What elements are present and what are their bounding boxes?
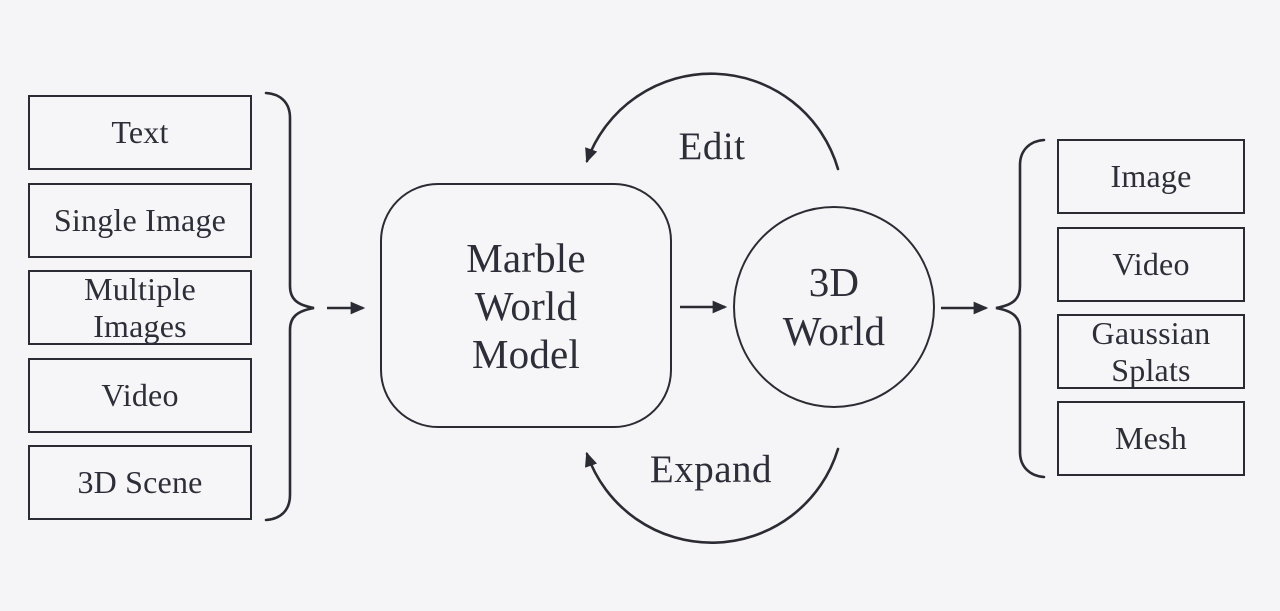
input-box-3d-scene: 3D Scene: [28, 445, 252, 520]
edit-loop-label: Edit: [678, 125, 746, 168]
3d-world-node: 3D World: [733, 206, 935, 408]
output-box-image: Image: [1057, 139, 1245, 214]
output-box-mesh: Mesh: [1057, 401, 1245, 476]
expand-loop-label: Expand: [649, 448, 773, 491]
output-box-video: Video: [1057, 227, 1245, 302]
marble-world-model-node: Marble World Model: [380, 183, 672, 428]
input-box-single-image: Single Image: [28, 183, 252, 258]
input-box-multiple-images: Multiple Images: [28, 270, 252, 345]
inputs-brace: [264, 91, 315, 522]
expand-loop-arrow: [585, 447, 840, 544]
output-box-gaussian-splats: Gaussian Splats: [1057, 314, 1245, 389]
input-box-video: Video: [28, 358, 252, 433]
outputs-brace: [995, 138, 1046, 479]
edit-loop-arrow: [585, 72, 840, 171]
input-box-text: Text: [28, 95, 252, 170]
